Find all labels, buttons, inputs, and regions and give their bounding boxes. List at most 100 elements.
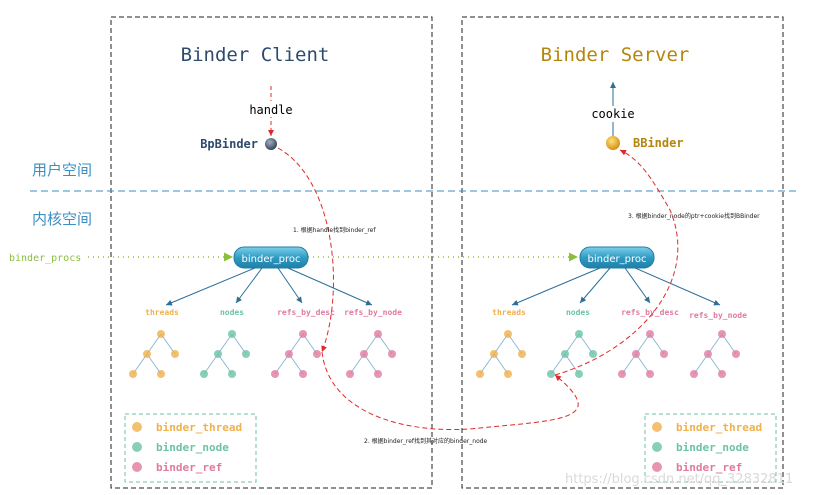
tree-edge [707,353,723,375]
tree-node [388,350,396,358]
tree-edge [578,333,594,355]
legend-node-dot [132,442,142,452]
tree-edge [288,333,304,355]
user-space-label: 用户空间 [32,161,92,179]
tree-node [518,350,526,358]
server-refs-by-node-label: refs_by_node [689,311,747,320]
tree-edge [479,353,495,375]
handle-label: handle [249,103,292,117]
tree-edge [132,353,148,375]
tree-edge [203,353,219,375]
tree-node [299,370,307,378]
tree-edge [635,333,651,355]
tree-node [360,350,368,358]
tree-node [299,330,307,338]
flow-step1 [277,147,334,353]
tree-node [618,370,626,378]
tree-edge [217,333,233,355]
cookie-label: cookie [591,107,634,121]
tree-node [157,370,165,378]
bpbinder-icon [265,138,277,150]
tree-edge [377,333,393,355]
client-binder-proc: binder_proc [233,246,309,269]
tree-node [718,330,726,338]
client-title: Binder Client [181,44,330,66]
tree-node [646,370,654,378]
kernel-space-label: 内核空间 [32,210,92,228]
client-nodes-tree [200,330,250,378]
tree-edge [493,353,509,375]
tree-edge [493,333,509,355]
tree-edge [564,353,580,375]
tree-edge [621,353,637,375]
server-nodes-tree [547,330,597,378]
tree-node [575,370,583,378]
server-title: Binder Server [541,44,690,66]
legend-thread-dot [132,422,142,432]
tree-node [718,370,726,378]
tree-node [504,370,512,378]
tree-edge [635,353,651,375]
rb-trees [129,330,740,378]
client-threads-tree [129,330,179,378]
tree-node [374,370,382,378]
bbinder-label: BBinder [633,136,684,150]
handle-label-bg [248,101,294,117]
binder-procs-label: binder_procs [9,253,81,264]
bpbinder-label: BpBinder [200,137,258,151]
tree-node [704,350,712,358]
tree-node [228,370,236,378]
tree-edge [507,333,523,355]
flow-step3 [554,149,679,376]
legend-node-label: binder_node [156,441,229,454]
step3-text: 3. 根据binder_node的ptr+cookie找到BBinder [628,212,760,220]
tree-edge [349,353,365,375]
legend-ref-label: binder_ref [676,461,742,474]
client-proc-label: binder_proc [242,254,301,265]
tree-node [313,350,321,358]
client-fanout [165,267,373,306]
tree-node [504,330,512,338]
server-nodes-label: nodes [566,308,590,317]
cookie-label-bg [590,106,636,122]
tree-node [575,330,583,338]
tree-node [200,370,208,378]
tree-node [374,330,382,338]
tree-edge [564,333,580,355]
server-fanout [511,267,721,306]
tree-node [346,370,354,378]
legend-ref-label: binder_ref [156,461,222,474]
server-legend: binder_thread binder_node binder_ref [644,413,777,483]
client-refs-by-desc-label: refs_by_desc [277,308,335,317]
tree-node [157,330,165,338]
tree-edge [146,353,162,375]
tree-edge [302,333,318,355]
bbinder-icon [606,136,620,150]
tree-node [547,370,555,378]
tree-node [646,330,654,338]
tree-node [285,350,293,358]
legend-thread-dot [652,422,662,432]
tree-node [561,350,569,358]
legend-node-label: binder_node [676,441,749,454]
tree-node [632,350,640,358]
tree-node [143,350,151,358]
client-refs-by-node-tree [346,330,396,378]
tree-edge [217,353,233,375]
tree-edge [274,353,290,375]
tree-node [242,350,250,358]
client-box [110,16,433,489]
tree-edge [363,333,379,355]
client-refs-by-node-label: refs_by_node [344,308,402,317]
tree-edge [707,333,723,355]
tree-edge [693,353,709,375]
legend-node-dot [652,442,662,452]
tree-node [476,370,484,378]
tree-node [214,350,222,358]
tree-edge [160,333,176,355]
server-refs-by-desc-label: refs_by_desc [621,308,679,317]
server-refs-by-desc-tree [618,330,668,378]
tree-node [129,370,137,378]
flow-step2 [321,351,579,431]
